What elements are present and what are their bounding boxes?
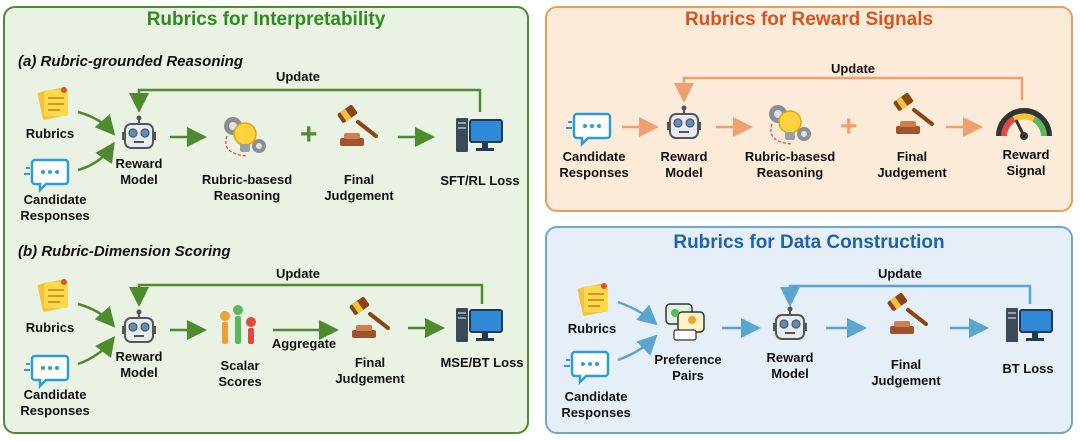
preference-pairs-label: Preference Pairs (654, 352, 721, 384)
reward-model-label-a: Reward Model (116, 156, 163, 188)
final-line1: Final (343, 172, 375, 187)
update-label-r: Update (830, 61, 876, 76)
signal-line2: Signal (1006, 163, 1046, 178)
candidate-line2-d: Responses (561, 405, 631, 420)
final-line1-d: Final (890, 357, 922, 372)
reward-model-label-r: Reward Model (661, 149, 708, 181)
candidate-line2-b: Responses (20, 403, 90, 418)
reasoning-line2: Reasoning (213, 188, 281, 203)
preference-line1: Preference (654, 352, 722, 367)
candidate-chat-icon (22, 158, 70, 192)
subtitle-rubric-dimension: (b) Rubric-Dimension Scoring (18, 243, 231, 260)
reward-model-line2: Model (120, 172, 158, 187)
candidate-line1: Candidate (23, 192, 87, 207)
svg-text:+: + (300, 118, 318, 151)
reasoning-label-r: Rubric-basesd Reasoning (745, 149, 835, 181)
rubrics-note-icon (36, 86, 70, 121)
candidate-chat-icon-r (564, 112, 612, 146)
reward-model-line1: Reward (115, 156, 163, 171)
scalar-line1: Scalar (220, 358, 260, 373)
reasoning-label-a: Rubric-basesd Reasoning (202, 172, 292, 204)
final-judgement-label-r: Final Judgement (877, 149, 946, 181)
candidate-chat-icon-d (562, 350, 610, 384)
reward-model-line1-b: Reward (115, 349, 163, 364)
final-line2-d: Judgement (871, 373, 941, 388)
gavel-icon-b (346, 294, 390, 340)
gavel-icon-r (890, 90, 934, 136)
final-line2: Judgement (324, 188, 394, 203)
sft-loss-label: SFT/RL Loss (440, 173, 520, 188)
update-label-a: Update (275, 69, 321, 84)
reward-model-robot-icon-d (772, 305, 808, 340)
rubrics-label-d: Rubrics (567, 321, 617, 336)
rubrics-note-icon-b (36, 278, 70, 313)
candidate-line1-d: Candidate (564, 389, 628, 404)
scalar-scores-icon (220, 305, 256, 344)
reward-signals-title: Rubrics for Reward Signals (684, 9, 934, 30)
preference-pairs-icon (665, 303, 705, 341)
reward-model-label-b: Reward Model (116, 349, 163, 381)
final-judgement-label-a: Final Judgement (324, 172, 393, 204)
aggregate-label: Aggregate (271, 336, 337, 351)
reward-model-line2-r: Model (665, 165, 703, 180)
final-line1-b: Final (354, 355, 386, 370)
final-line2-r: Judgement (877, 165, 947, 180)
scalar-scores-label: Scalar Scores (218, 358, 261, 390)
reward-model-robot-icon-r (666, 104, 702, 139)
signal-line1: Reward (1002, 147, 1050, 162)
bt-loss-label: BT Loss (1002, 361, 1054, 376)
reward-model-line2-d: Model (771, 366, 809, 381)
reward-gauge-icon (1000, 112, 1048, 140)
interpretability-panel (3, 6, 529, 434)
candidate-line2-r: Responses (559, 165, 629, 180)
reward-signal-label: Reward Signal (1003, 147, 1050, 179)
final-judgement-label-b: Final Judgement (335, 355, 404, 387)
reward-model-line1-r: Reward (660, 149, 708, 164)
reward-model-line2-b: Model (120, 365, 158, 380)
gavel-icon-d (884, 290, 928, 336)
data-construction-title: Rubrics for Data Construction (673, 232, 945, 253)
gavel-icon (334, 102, 378, 148)
computer-icon (455, 117, 503, 153)
reward-model-robot-icon-b (121, 308, 157, 343)
reward-model-robot-icon (121, 114, 157, 149)
update-label-b: Update (275, 266, 321, 281)
reasoning-line2-r: Reasoning (756, 165, 824, 180)
candidate-line1-r: Candidate (562, 149, 626, 164)
final-line2-b: Judgement (335, 371, 405, 386)
computer-icon-d (1005, 307, 1053, 343)
subtitle-rubric-grounded: (a) Rubric-grounded Reasoning (18, 53, 243, 70)
final-line1-r: Final (896, 149, 928, 164)
candidate-label-b: Candidate Responses (20, 387, 89, 419)
rubrics-label-a: Rubrics (25, 126, 75, 141)
reasoning-line1-r: Rubric-basesd (744, 149, 836, 164)
reward-model-line1-d: Reward (766, 350, 814, 365)
mse-loss-label: MSE/BT Loss (440, 355, 524, 370)
final-judgement-label-d: Final Judgement (871, 357, 940, 389)
rubrics-note-icon-d (576, 282, 610, 317)
candidate-label-d: Candidate Responses (561, 389, 630, 421)
reward-signals-panel (545, 6, 1073, 212)
reasoning-bulb-icon-r (768, 104, 812, 145)
candidate-label-a: Candidate Responses (20, 192, 89, 224)
update-label-d: Update (877, 266, 923, 281)
reasoning-line1: Rubric-basesd (201, 172, 293, 187)
candidate-label-r: Candidate Responses (559, 149, 628, 181)
candidate-line2: Responses (20, 208, 90, 223)
scalar-line2: Scores (218, 374, 262, 389)
svg-text:+: + (840, 110, 858, 143)
computer-icon-b (455, 307, 503, 343)
reward-model-label-d: Reward Model (767, 350, 814, 382)
candidate-line1-b: Candidate (23, 387, 87, 402)
candidate-chat-icon-b (22, 354, 70, 388)
interpretability-title: Rubrics for Interpretability (146, 9, 386, 30)
preference-line2: Pairs (672, 368, 704, 383)
rubrics-label-b: Rubrics (25, 320, 75, 335)
reasoning-bulb-icon (223, 116, 267, 157)
